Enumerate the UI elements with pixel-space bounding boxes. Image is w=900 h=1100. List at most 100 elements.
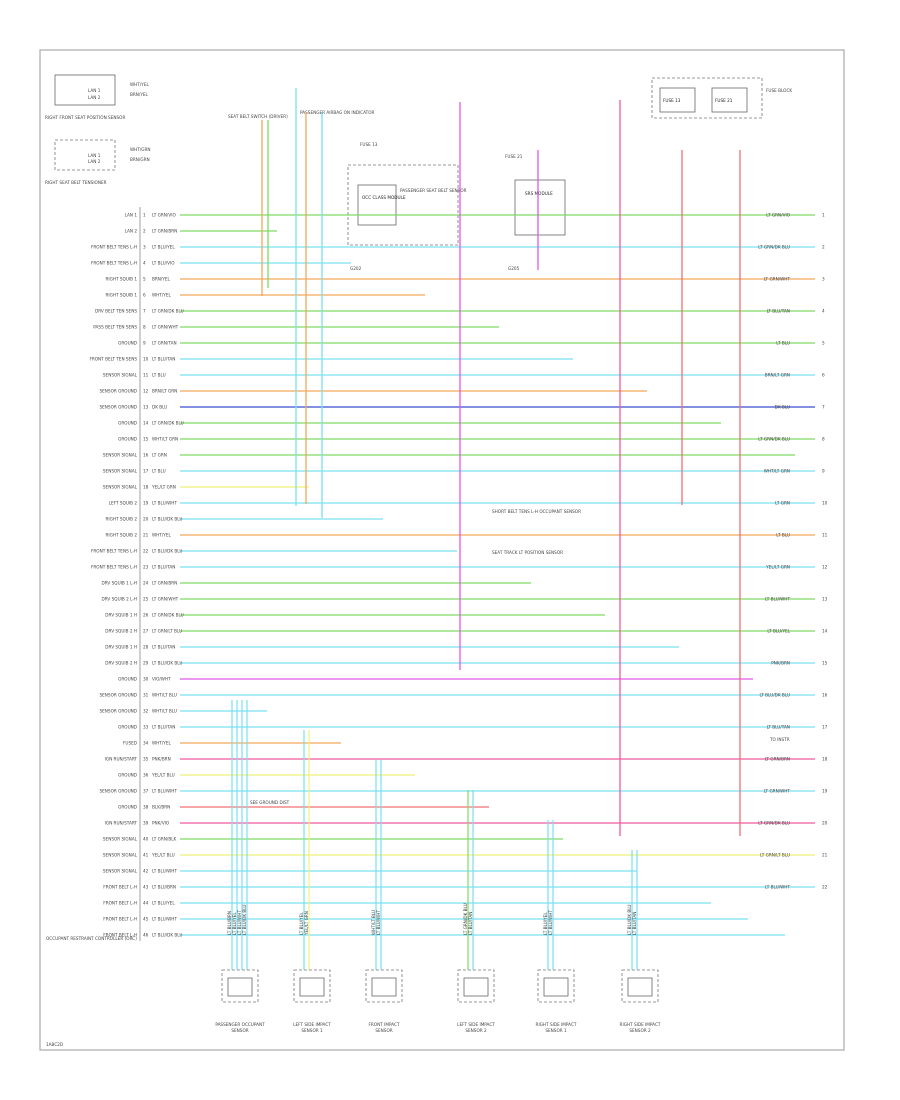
controller-pin-name: RIGHT SQUIB 2: [105, 517, 137, 522]
right-wire-label: LT BLU/DK BLU: [760, 693, 790, 698]
controller-pin-name: GROUND: [118, 773, 137, 778]
sensor-name: SENSOR: [375, 1028, 392, 1033]
right-wire-label: WHT/LT GRN: [764, 469, 790, 474]
right-wire-label: PNK/BRN: [771, 661, 790, 666]
ground-note: SEE GROUND DIST: [250, 800, 290, 805]
controller-pin-name: GROUND: [118, 421, 137, 426]
controller-pin-name: DRV BELT TEN SENS: [95, 309, 137, 314]
controller-pin-wire: PNK/BRN: [152, 757, 171, 762]
right-wire-label: LT BLU/WHT: [765, 885, 790, 890]
sensor-wire-label: LT BLU/YEL: [232, 912, 237, 935]
module-ground-label: G205: [508, 266, 520, 271]
sensor-name: SENSOR 2: [629, 1028, 651, 1033]
right-pin-number: 20: [822, 821, 828, 826]
right-pin-number: 10: [822, 501, 828, 506]
controller-pin-wire: LT BLU/DK BLU: [152, 933, 182, 938]
fuse-block: FUSE 13 FUSE 21 FUSE BLOCK: [651, 77, 792, 119]
controller-pin-number: 10: [143, 357, 149, 362]
component-label: RIGHT SEAT BELT TENSIONER: [45, 180, 107, 185]
controller-pin-number: 27: [143, 629, 149, 634]
controller-pin-name: FRONT BELT TENS L-H: [91, 565, 137, 570]
to-note: TO INSTR: [769, 737, 790, 742]
controller-pin-wire: LT GRN/BRN: [152, 581, 177, 586]
controller-pin-number: 44: [143, 901, 149, 906]
airbag-indicator-label: PASSENGER AIRBAG ON INDICATOR: [300, 110, 374, 115]
sensor-body: [299, 977, 325, 997]
module-title: SRS MODULE: [525, 191, 553, 196]
controller-pin-wire: YEL/LT BLU: [151, 773, 175, 778]
footer-code: 1ABC2D: [46, 1042, 63, 1047]
controller-pin-number: 20: [143, 517, 149, 522]
right-pin-number: 18: [822, 757, 828, 762]
controller-pin-name: FRONT BELT L-H: [103, 901, 137, 906]
controller-pin-name: GROUND: [118, 437, 137, 442]
wire-label: WHT/GRN: [130, 147, 151, 152]
controller-pin-wire: LT GRN/BRN: [152, 229, 177, 234]
right-wire-label: LT GRN/BRN: [765, 757, 790, 762]
controller-pin-number: 2: [143, 229, 146, 234]
seat-belt-tensioner: LAN 1 LAN 2 RIGHT SEAT BELT TENSIONER WH…: [45, 139, 151, 185]
controller-pin-name: FRONT BELT TEN SENS: [89, 357, 137, 362]
diagram-frame: [39, 49, 845, 1051]
wire-layer: [180, 88, 815, 978]
right-wire-label: LT BLU/TAN: [767, 725, 790, 730]
sensor-body: [543, 977, 569, 997]
controller-pin-name: FRONT BELT L-H: [103, 917, 137, 922]
controller-pin-wire: LT BLU: [152, 469, 166, 474]
sensor-name: SENSOR 2: [465, 1028, 487, 1033]
wire-label: BRN/YEL: [130, 92, 149, 97]
controller-pin-wire: YEL/LT GRN: [151, 485, 176, 490]
controller-pin-wire: LT BLU/DK BLU: [152, 517, 182, 522]
sensor-body: [627, 977, 653, 997]
sensor-name: FRONT IMPACT: [368, 1022, 399, 1027]
controller-pin-number: 45: [143, 917, 149, 922]
controller-pin-number: 35: [143, 757, 149, 762]
controller-pin-wire: LT GRN/DK BLU: [152, 421, 184, 426]
sensor-name: SENSOR 1: [301, 1028, 323, 1033]
controller-pin-number: 29: [143, 661, 149, 666]
controller-pin-wire: LT BLU/YEL: [152, 245, 175, 250]
sensor-name: SENSOR 1: [545, 1028, 567, 1033]
controller-pin-number: 46: [143, 933, 149, 938]
controller-pin-wire: LT GRN/DK BLU: [152, 309, 184, 314]
controller-pin-wire: LT BLU: [152, 373, 166, 378]
controller-pin-number: 41: [143, 853, 149, 858]
right-wire-label: LT GRN/VIO: [766, 213, 790, 218]
controller-pin-wire: WHT/LT BLU: [152, 709, 177, 714]
controller-pin-wire: LT BLU/BRN: [152, 885, 176, 890]
controller-pin-number: 8: [143, 325, 146, 330]
wire-label: WHT/YEL: [130, 82, 149, 87]
controller-pin-wire: VIO/WHT: [152, 677, 171, 682]
controller-pin-wire: PNK/VIO: [152, 821, 170, 826]
right-wire-label: LT BLU/YEL: [767, 629, 790, 634]
controller-pin-wire: WHT/YEL: [152, 293, 171, 298]
module-power-label: FUSE 21: [505, 154, 523, 159]
controller-pin-name: DRV SQUIB 1 H: [105, 613, 137, 618]
right-front-seat-sensor: LAN 1 LAN 2 RIGHT FRONT SEAT POSITION SE…: [45, 74, 149, 120]
sensor-wire-label: LT GRN/DK BLU: [463, 903, 468, 935]
sensor-wire-label: WHT/LT BLU: [371, 910, 376, 935]
fuse-label: FUSE 13: [663, 98, 681, 103]
module-power-label: FUSE 13: [360, 142, 378, 147]
controller-pin-wire: LT GRN/DK BLU: [152, 613, 184, 618]
controller-pin-name: SENSOR GROUND: [99, 405, 137, 410]
controller-pin-wire: LT BLU/YEL: [152, 901, 175, 906]
controller-pin-name: LEFT SQUIB 2: [109, 501, 138, 506]
right-pin-number: 5: [822, 341, 825, 346]
right-wire-label: LT GRN/LT BLU: [760, 853, 790, 858]
right-wire-label: LT BLU: [776, 533, 790, 538]
controller-pin-name: FRONT BELT L-H: [103, 933, 137, 938]
controller-pin-wire: WHT/LT BLU: [152, 693, 177, 698]
pin-label-lan2: LAN 2: [88, 95, 101, 100]
controller-pin-number: 25: [143, 597, 149, 602]
module-ground-label: G202: [350, 266, 362, 271]
controller-pin-name: RIGHT SQUIB 1: [105, 277, 137, 282]
controller-pin-name: SENSOR SIGNAL: [103, 837, 138, 842]
sensor-wire-label: LT BLU/BRN: [227, 911, 232, 935]
right-pin-number: 15: [822, 661, 828, 666]
controller-pin-name: GROUND: [118, 805, 137, 810]
controller-pin-number: 40: [143, 837, 149, 842]
right-pin-number: 4: [822, 309, 825, 314]
